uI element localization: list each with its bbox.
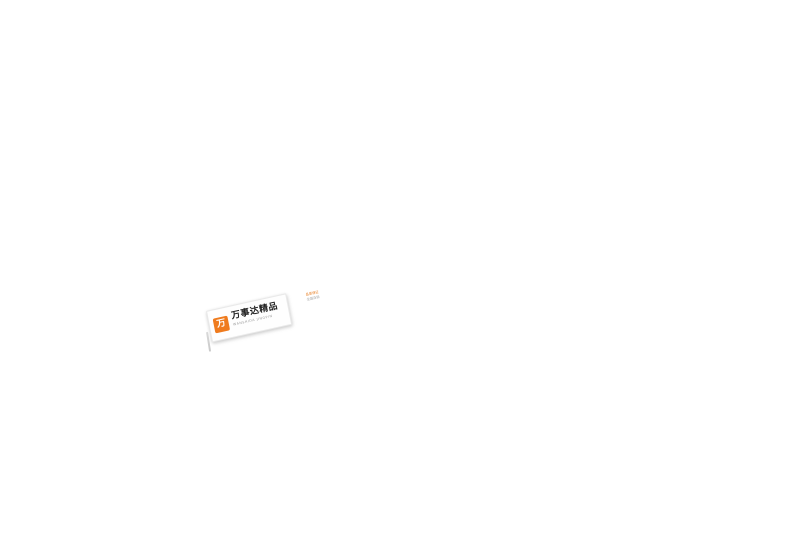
signboard-card: 万 万事达精品 WANSHIDA JINGPIN 品质保证 全国连锁 (206, 290, 320, 343)
brand-logo-icon: 万 (212, 315, 231, 333)
card-right-text: 品质保证 全国连锁 (306, 288, 332, 305)
brand-title-block: 万事达精品 WANSHIDA JINGPIN (231, 297, 306, 330)
card-right-line-2: 全国连锁 (306, 295, 321, 302)
